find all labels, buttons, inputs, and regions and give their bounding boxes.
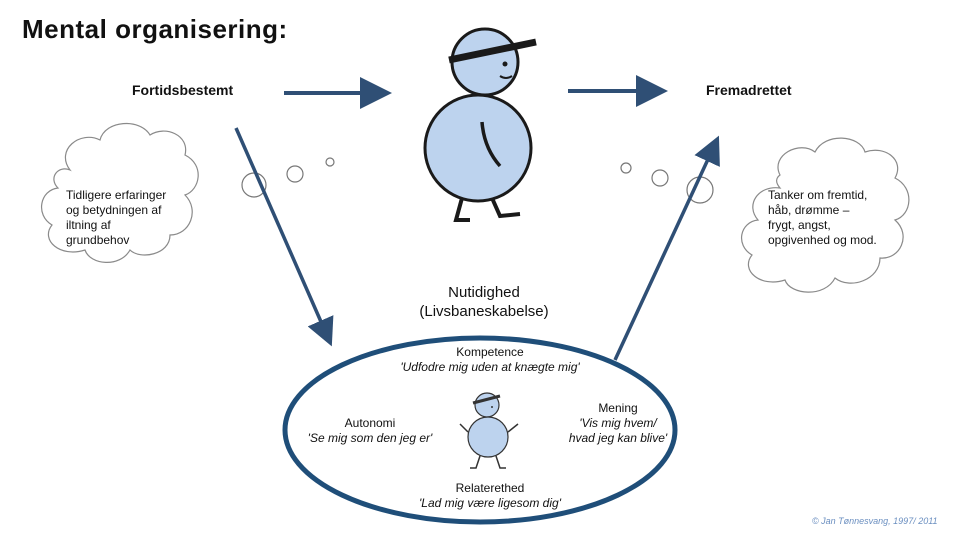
need-quote: 'Lad mig være ligesom dig' xyxy=(419,496,561,510)
left-thought-line: grundbehov xyxy=(66,233,130,247)
right-thought-line: håb, drømme – xyxy=(768,203,850,217)
left-label: Fortidsbestemt xyxy=(132,82,234,98)
needs-ellipse xyxy=(282,335,678,525)
right-thought-line: Tanker om fremtid, xyxy=(768,188,868,202)
right-label: Fremadrettet xyxy=(706,82,792,98)
need-name: Kompetence xyxy=(456,345,524,359)
left-thought-bubbles xyxy=(241,157,335,198)
right-thought-text: Tanker om fremtid, håb, drømme – frygt, … xyxy=(768,188,893,248)
need-quote: 'Se mig som den jeg er' xyxy=(307,431,433,445)
need-mening: Mening 'Vis mig hvem/ hvad jeg kan blive… xyxy=(548,401,688,446)
center-label: Nutidighed (Livsbaneskabelse) xyxy=(384,283,584,321)
left-thought-line: Tidligere erfaringer xyxy=(66,188,167,202)
need-relaterethed: Relaterethed 'Lad mig være ligesom dig' xyxy=(385,481,595,511)
small-figure xyxy=(459,392,519,469)
need-quote: hvad jeg kan blive' xyxy=(568,431,668,445)
left-thought-cloud xyxy=(41,122,199,263)
large-figure xyxy=(423,27,537,222)
need-name: Autonomi xyxy=(344,416,396,430)
right-thought-bubbles xyxy=(620,162,714,204)
need-name: Relaterethed xyxy=(455,481,525,495)
left-thought-line: og betydningen af xyxy=(66,203,162,217)
right-thought-cloud xyxy=(741,137,910,293)
center-label-line: Nutidighed xyxy=(448,284,520,301)
need-autonomi: Autonomi 'Se mig som den jeg er' xyxy=(280,416,460,446)
copyright-notice: © Jan Tønnesvang, 1997/ 2011 xyxy=(812,516,938,526)
center-label-line: (Livsbaneskabelse) xyxy=(419,303,549,320)
page-title: Mental organisering: xyxy=(22,14,288,44)
right-thought-line: frygt, angst, xyxy=(768,218,831,232)
need-kompetence: Kompetence 'Udfodre mig uden at knægte m… xyxy=(370,345,610,375)
right-diagonal-arrow xyxy=(613,135,720,361)
right-thought-line: opgivenhed og mod. xyxy=(768,233,877,247)
need-quote: 'Vis mig hvem/ xyxy=(579,416,657,430)
need-name: Mening xyxy=(598,401,638,415)
need-quote: 'Udfodre mig uden at knægte mig' xyxy=(400,360,580,374)
left-diagonal-arrow xyxy=(234,127,334,347)
left-thought-line: iltning af xyxy=(66,218,111,232)
left-thought-text: Tidligere erfaringer og betydningen af i… xyxy=(66,188,186,248)
